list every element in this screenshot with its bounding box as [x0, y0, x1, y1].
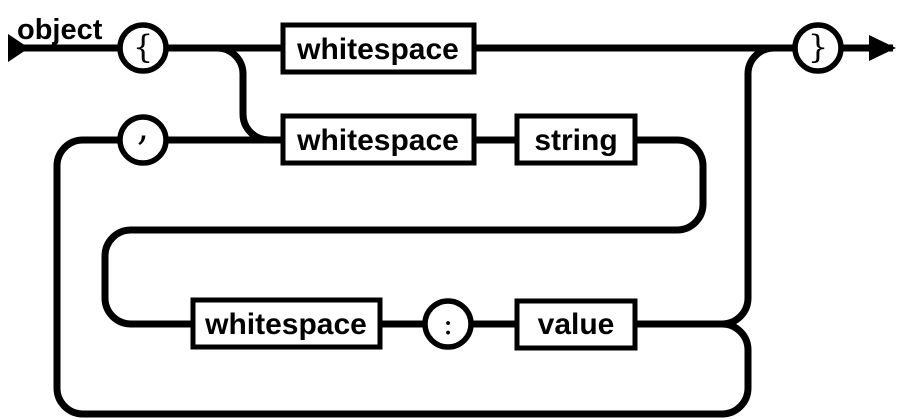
- nonterminal-string: string: [514, 113, 638, 166]
- open-brace-circle: [117, 22, 169, 74]
- string-box: [514, 113, 638, 166]
- value-label: value: [538, 308, 615, 341]
- diagram-title: object: [17, 14, 103, 46]
- terminal-comma: ,: [117, 105, 169, 166]
- whitespace-top-label: whitespace: [296, 33, 459, 66]
- terminal-close-brace: }: [792, 22, 844, 74]
- nonterminal-whitespace-top: whitespace: [280, 22, 477, 75]
- comma-label: ,: [137, 105, 149, 149]
- close-brace-label: }: [808, 28, 828, 66]
- start-arrow-icon: [8, 34, 29, 62]
- nonterminal-whitespace-member: whitespace: [280, 113, 477, 166]
- whitespace-member-box: [280, 113, 477, 166]
- nonterminal-value: value: [514, 298, 638, 351]
- nonterminal-whitespace-value: whitespace: [190, 297, 383, 350]
- colon-circle: [422, 298, 474, 350]
- close-brace-circle: [792, 22, 844, 74]
- terminal-colon: :: [422, 298, 474, 350]
- string-label: string: [534, 124, 617, 157]
- colon-label: :: [443, 307, 453, 342]
- whitespace-value-box: [190, 297, 383, 350]
- track-comma-repeat-loop: [53, 136, 752, 418]
- end-arrow-icon: [869, 35, 896, 61]
- whitespace-value-label: whitespace: [204, 308, 367, 341]
- terminal-open-brace: {: [117, 22, 169, 74]
- whitespace-member-label: whitespace: [296, 124, 459, 157]
- comma-circle: [117, 114, 169, 166]
- value-box: [514, 298, 638, 351]
- track-exit-up-to-close-brace: [721, 44, 775, 328]
- whitespace-top-box: [280, 22, 477, 75]
- open-brace-label: {: [133, 28, 153, 66]
- track-string-to-value-loop: [101, 136, 707, 328]
